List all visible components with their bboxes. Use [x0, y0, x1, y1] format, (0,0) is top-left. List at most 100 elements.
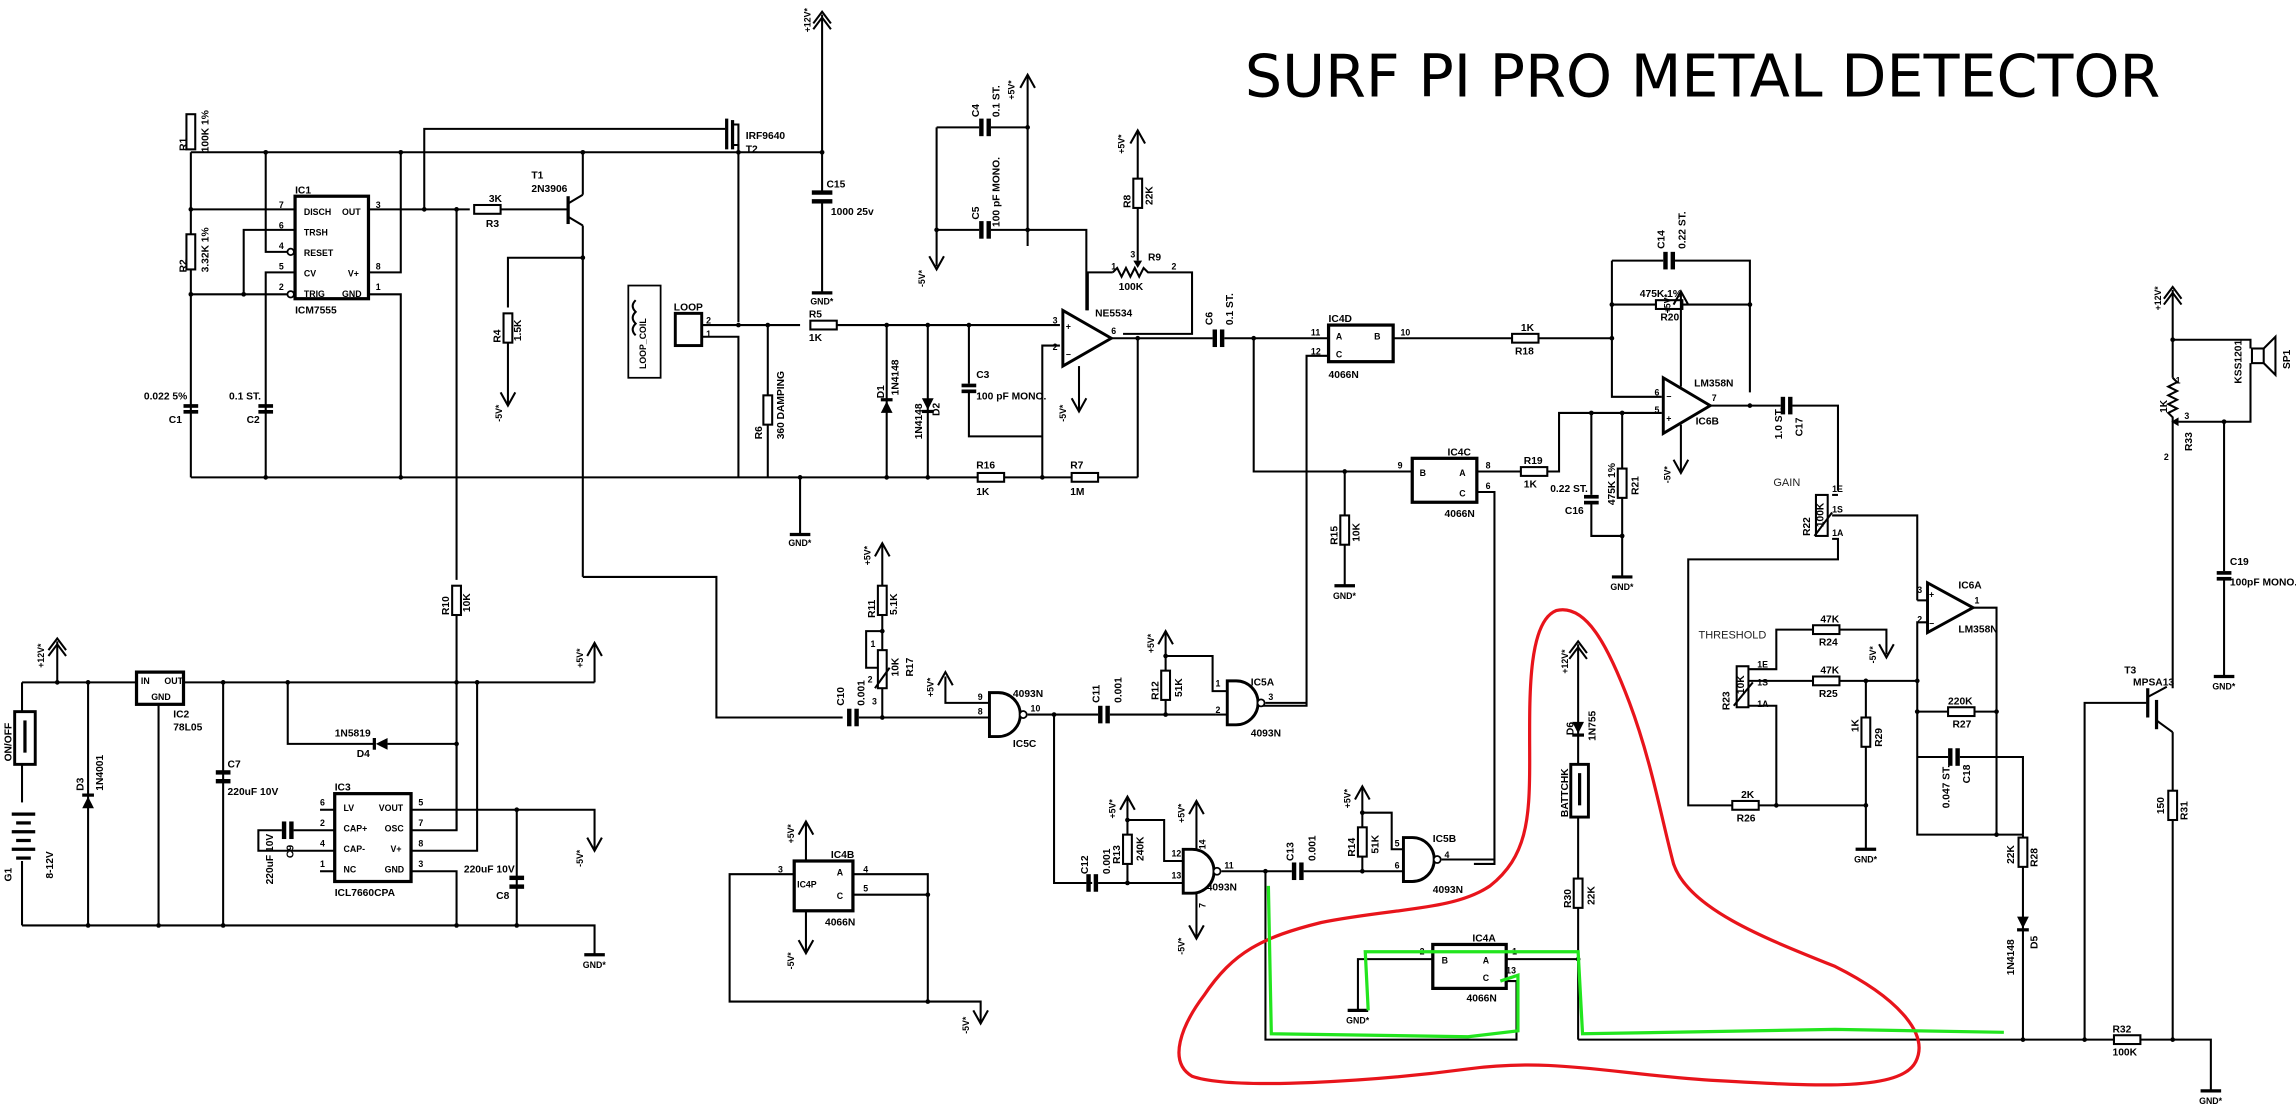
svg-text:4093N: 4093N — [1251, 729, 1281, 740]
svg-text:22K: 22K — [1144, 186, 1155, 205]
svg-text:2: 2 — [1216, 705, 1221, 715]
r19-resistor-icon — [1519, 466, 1549, 477]
svg-text:4: 4 — [1445, 850, 1450, 860]
r6-resistor-icon — [762, 394, 774, 426]
svg-text:R14: R14 — [1347, 838, 1358, 857]
svg-text:+5V*: +5V* — [1177, 803, 1187, 823]
svg-text:GND*: GND* — [2199, 1096, 2223, 1106]
svg-text:1: 1 — [1216, 679, 1221, 689]
svg-text:−: − — [1066, 349, 1071, 359]
svg-text:R16: R16 — [976, 461, 995, 472]
svg-text:10: 10 — [1401, 327, 1411, 337]
svg-text:GND*: GND* — [1333, 591, 1357, 601]
svg-text:100K: 100K — [1815, 502, 1826, 527]
svg-text:IC5C: IC5C — [1013, 739, 1037, 750]
ic1-chip — [293, 194, 371, 301]
r22-gain-potentiometer[interactable] — [1814, 493, 1829, 537]
power-arrow-neg5v-icon — [797, 939, 815, 956]
svg-text:100K 1%: 100K 1% — [200, 110, 211, 152]
svg-text:IC4B: IC4B — [831, 850, 854, 861]
svg-text:3: 3 — [2184, 411, 2189, 421]
svg-text:10K: 10K — [890, 657, 901, 676]
svg-text:10K: 10K — [1736, 675, 1747, 694]
svg-text:+12V*: +12V* — [36, 643, 46, 668]
svg-text:0.22 ST.: 0.22 ST. — [1677, 211, 1688, 249]
svg-text:47K: 47K — [1820, 614, 1839, 625]
svg-text:4066N: 4066N — [1467, 994, 1497, 1005]
svg-text:+5V*: +5V* — [1663, 294, 1673, 314]
svg-text:1A: 1A — [1832, 528, 1844, 538]
svg-text:T3: T3 — [2124, 666, 2136, 677]
svg-text:LM358N: LM358N — [1694, 379, 1733, 390]
power-arrow-neg5v-icon — [499, 391, 517, 408]
svg-text:C: C — [837, 891, 844, 901]
r3-resistor-icon — [473, 203, 502, 215]
svg-text:2: 2 — [279, 282, 284, 292]
svg-text:R11: R11 — [867, 599, 878, 618]
svg-text:10K: 10K — [462, 593, 473, 612]
r33-volume-potentiometer[interactable] — [2165, 377, 2180, 689]
svg-text:51K: 51K — [1174, 678, 1185, 697]
svg-text:+12V*: +12V* — [802, 7, 812, 32]
svg-text:1K: 1K — [1524, 480, 1538, 491]
power-arrow-12v-icon — [2163, 285, 2183, 306]
svg-text:MPSA13: MPSA13 — [2133, 677, 2174, 688]
svg-text:1S: 1S — [1832, 505, 1843, 515]
svg-text:R26: R26 — [1737, 813, 1756, 824]
power-arrow-12v-icon — [47, 636, 67, 657]
svg-text:V+: V+ — [390, 844, 401, 854]
c2-capacitor-icon — [258, 404, 274, 408]
svg-text:1.5K: 1.5K — [513, 319, 524, 341]
svg-text:SP1: SP1 — [2282, 349, 2293, 369]
svg-text:2: 2 — [1917, 614, 1922, 624]
preamp-section: LOOP_COIL LOOP 2 1 R6 360 DAMPING R5 1K … — [627, 72, 1329, 548]
power-supply-section: +12V* +5V* ON/OFF G1 8-12V D3 1N4001 — [4, 636, 606, 970]
svg-text:-5V*: -5V* — [1868, 646, 1878, 664]
svg-text:+5V*: +5V* — [1117, 134, 1127, 154]
svg-text:CAP-: CAP- — [344, 844, 366, 854]
r25-resistor-icon — [1811, 675, 1841, 687]
svg-text:+12V*: +12V* — [1560, 649, 1570, 674]
svg-text:1A: 1A — [1757, 699, 1769, 709]
power-arrow-pos5v-icon — [586, 640, 603, 657]
svg-text:R13: R13 — [1112, 845, 1123, 864]
svg-text:R3: R3 — [486, 219, 499, 230]
svg-text:A: A — [1336, 332, 1343, 342]
svg-text:D1: D1 — [876, 385, 887, 398]
svg-text:150: 150 — [2156, 797, 2167, 814]
svg-text:+5V*: +5V* — [863, 545, 873, 565]
r17-trimmer-potentiometer[interactable] — [876, 649, 888, 690]
svg-text:1: 1 — [1111, 261, 1116, 271]
power-arrow-neg5v-icon — [928, 255, 945, 272]
svg-text:0.1 ST.: 0.1 ST. — [229, 392, 261, 403]
svg-text:ON/OFF: ON/OFF — [4, 723, 15, 762]
svg-text:IC4A: IC4A — [1472, 934, 1496, 945]
svg-text:R31: R31 — [2179, 801, 2190, 820]
svg-text:3: 3 — [376, 200, 381, 210]
svg-text:3: 3 — [1130, 250, 1135, 260]
svg-text:GAIN: GAIN — [1773, 477, 1800, 489]
svg-text:LOOP_COIL: LOOP_COIL — [638, 318, 648, 369]
svg-text:1N755: 1N755 — [1588, 710, 1599, 740]
svg-text:5: 5 — [1395, 838, 1400, 848]
svg-text:5.1K: 5.1K — [889, 593, 900, 615]
svg-text:100K: 100K — [1119, 282, 1144, 293]
svg-text:IC2: IC2 — [173, 710, 189, 721]
svg-text:1N4148: 1N4148 — [890, 359, 901, 395]
svg-text:R17: R17 — [905, 657, 916, 676]
power-arrow-neg5v-icon — [1672, 459, 1690, 476]
r4-resistor-icon — [502, 312, 514, 344]
r26-resistor-icon — [1731, 799, 1760, 811]
c15-capacitor-icon — [811, 190, 833, 195]
ic6b-opamp-icon — [1661, 375, 1714, 437]
c19-capacitor-icon — [2216, 571, 2232, 575]
power-arrow-pos5v-icon — [1129, 128, 1146, 144]
svg-text:NC: NC — [344, 865, 357, 875]
svg-text:R21: R21 — [1630, 476, 1641, 495]
svg-text:A: A — [1459, 468, 1466, 478]
svg-text:12: 12 — [1171, 849, 1181, 859]
svg-text:4: 4 — [279, 241, 284, 251]
svg-text:+5V*: +5V* — [1006, 80, 1016, 100]
svg-text:4066N: 4066N — [1329, 370, 1359, 381]
svg-text:220uF 10V: 220uF 10V — [265, 834, 276, 885]
